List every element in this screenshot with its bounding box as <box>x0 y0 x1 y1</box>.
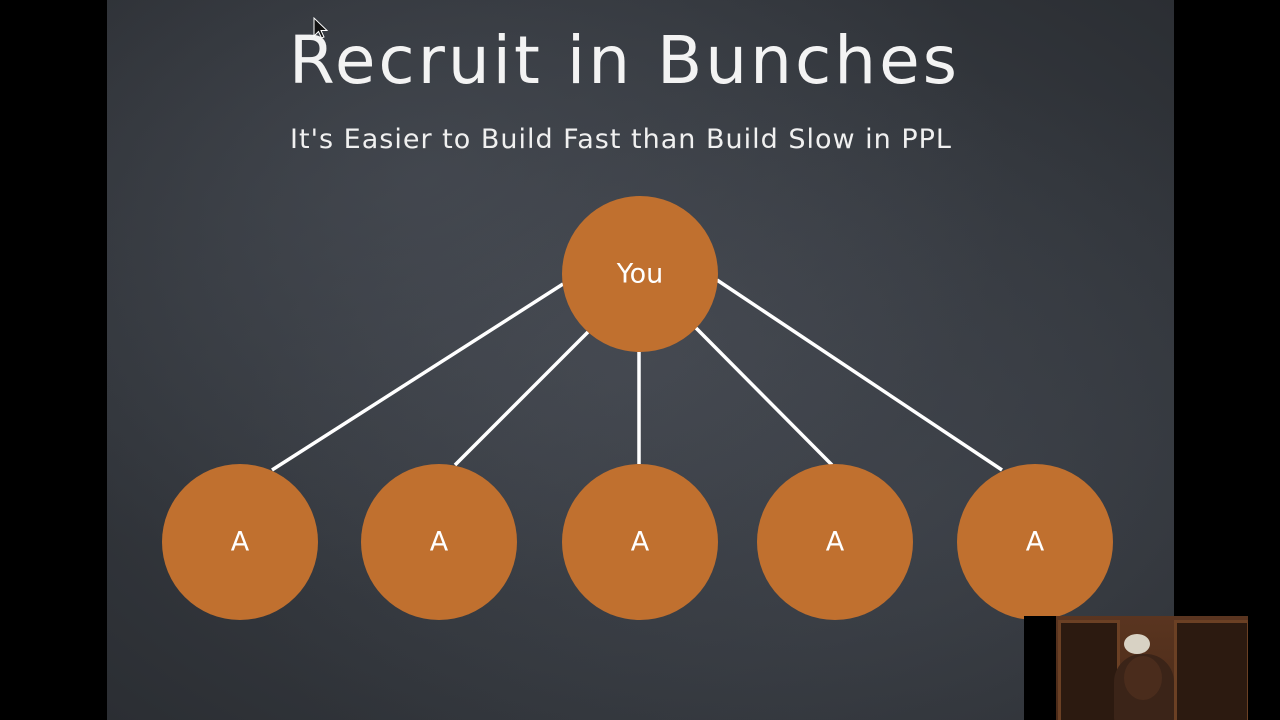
slide-subtitle: It's Easier to Build Fast than Build Slo… <box>290 124 952 155</box>
child-node-circle <box>562 464 718 620</box>
connector-lines <box>271 278 1003 472</box>
root-node-circle <box>562 196 718 352</box>
child-node-2: A <box>361 464 517 620</box>
child-node-1: A <box>162 464 318 620</box>
child-node-circle <box>162 464 318 620</box>
connector-line-4 <box>694 326 834 467</box>
connector-line-1 <box>271 282 564 472</box>
mouse-pointer-icon <box>313 16 329 39</box>
child-node-label: A <box>430 527 449 558</box>
child-node-label: A <box>631 527 650 558</box>
child-node-3: A <box>562 464 718 620</box>
child-node-label: A <box>231 527 250 558</box>
connector-line-2 <box>453 330 590 467</box>
presenter-face <box>1124 656 1162 700</box>
webcam-plate <box>1124 634 1150 654</box>
root-node-label: You <box>616 259 664 290</box>
child-node-4: A <box>757 464 913 620</box>
child-node-label: A <box>1026 527 1045 558</box>
child-node-circle <box>757 464 913 620</box>
child-node-circle <box>361 464 517 620</box>
slide-title: Recruit in Bunches <box>288 22 961 99</box>
webcam-black-edge <box>1024 616 1056 720</box>
connector-line-5 <box>716 278 1003 472</box>
presenter-webcam <box>1024 616 1248 720</box>
webcam-bookcase-right <box>1174 620 1248 720</box>
child-node-label: A <box>826 527 845 558</box>
root-node: You <box>562 196 718 352</box>
child-node-5: A <box>957 464 1113 620</box>
child-node-circle <box>957 464 1113 620</box>
webcam-bookcase-left <box>1058 620 1120 720</box>
